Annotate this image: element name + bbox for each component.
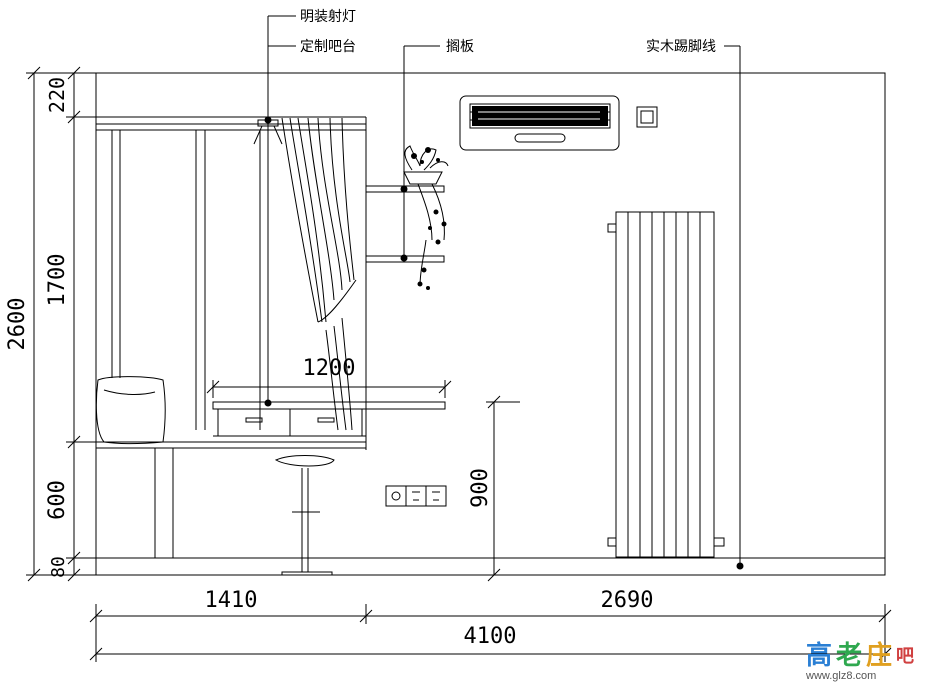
wall-socket-icon: [385, 485, 447, 507]
dim-4100: 4100: [464, 624, 517, 649]
dim-1700: 1700: [45, 254, 70, 307]
dim-80: 80: [48, 556, 69, 578]
dim-2600: 2600: [5, 298, 30, 351]
label-spotlight: 明装射灯: [300, 9, 356, 25]
leader-dot: [264, 116, 272, 124]
left-dimension-lines: [26, 66, 96, 582]
watermark-url: www.glz8.com: [805, 670, 876, 682]
bar-stool: [274, 455, 335, 576]
dim-220: 220: [45, 77, 69, 113]
svg-text:庄: 庄: [866, 640, 892, 671]
label-bar-counter: 定制吧台: [300, 39, 356, 55]
leader-dot: [400, 254, 408, 262]
leader-dot: [264, 399, 272, 407]
wall-outline: [95, 72, 886, 576]
dim-1200: 1200: [303, 356, 356, 381]
label-baseboard: 实木踢脚线: [646, 39, 716, 55]
cushion: [95, 376, 166, 444]
leader-lines: [267, 15, 741, 566]
svg-text:高: 高: [806, 640, 832, 671]
svg-text:老: 老: [836, 641, 862, 671]
air-conditioner: [459, 95, 620, 151]
dimension-900-lines: [486, 395, 520, 582]
ac-socket-icon: [636, 106, 658, 128]
watermark-logo: 高 老 庄 吧: [806, 640, 914, 671]
radiator: [607, 211, 725, 558]
curtain: [281, 117, 357, 431]
svg-text:吧: 吧: [896, 646, 914, 667]
leader-dot: [736, 562, 744, 570]
bar-counter: [212, 401, 446, 437]
dim-2690: 2690: [601, 588, 654, 613]
dim-600: 600: [45, 480, 70, 520]
leader-dot: [400, 185, 408, 193]
wall-shelf: [365, 185, 445, 263]
plant-icon: [403, 145, 449, 290]
dimension-1200-lines: [206, 380, 452, 398]
label-shelf: 搁板: [446, 39, 474, 55]
window: [96, 116, 367, 558]
bottom-dimension-lines: [89, 604, 892, 662]
dim-1410: 1410: [205, 588, 258, 613]
dim-900: 900: [468, 468, 493, 508]
